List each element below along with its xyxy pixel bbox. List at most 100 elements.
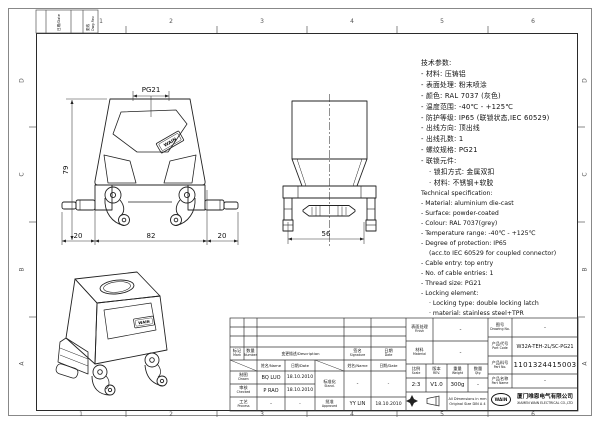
zone-label-top: 2 [169, 18, 173, 25]
spec-line: - 表面处理: 粉末喷涂 [421, 80, 487, 89]
iso-view-drawing [55, 271, 168, 396]
zone-label-bottom: 4 [350, 411, 354, 418]
drawing-no-value: - [544, 324, 546, 331]
spec-line: - 出线方向: 顶出线 [421, 124, 480, 133]
weight-value: 300g [450, 382, 465, 388]
spec-line: - Material: aluminium die-cast [421, 200, 514, 207]
process-date: - [299, 401, 301, 407]
part-code-value: W32A-TEH-2L/SC-PG21 [516, 343, 574, 350]
projection-symbols [406, 395, 440, 407]
spec-line: - Degree of protection: IP65 [421, 240, 507, 247]
name-subheader: 姓名/Name [260, 362, 282, 368]
material-value: - [459, 349, 462, 356]
iso-wain-plate: WAIN [133, 315, 155, 329]
finish-value: - [459, 326, 462, 333]
spec-line: - Locking element: [421, 290, 479, 297]
checked-date: 18.10.2010 [286, 388, 314, 393]
spec-line: · Locking type: double locking latch [429, 300, 539, 307]
part-name-value: - [544, 378, 546, 384]
zone-label-top: 6 [531, 18, 535, 25]
spec-line: · material: stainless steel+TPR [429, 310, 524, 317]
spec-block-chinese: 技术参数: - 材料: 压铸铝 - 表面处理: 粉末喷涂 - 颜色: RAL 7… [421, 58, 549, 189]
spec-line: 技术参数: [421, 59, 452, 67]
spec-line: - 螺纹规格: PG21 [421, 146, 478, 155]
front-view-drawing [61, 98, 239, 226]
drawn-name: BQ LUO [261, 374, 281, 381]
spec-line: · 锁扣方式: 金属双扣 [429, 168, 495, 177]
spec-line: - Surface: powder-coated [421, 210, 499, 217]
checked-name: P RAO [263, 387, 279, 394]
rev-value: V1.0 [430, 382, 443, 388]
standard-name: - [356, 381, 359, 387]
corner-strip [35, 9, 99, 34]
drawn-date: 18.10.2010 [286, 375, 314, 380]
spec-line: - 出线孔数: 1 [421, 135, 464, 144]
spec-line: - Cable entry: top entry [421, 260, 494, 267]
corner-date-label: 日期/Date [56, 13, 61, 31]
outer-frame [8, 8, 592, 416]
zone-label-bottom: 2 [169, 411, 173, 418]
zone-label-top: 3 [260, 18, 264, 25]
dimension-annotations [61, 91, 365, 245]
spec-line: · 材料: 不锈钢+软胶 [429, 178, 494, 187]
inner-frame [36, 33, 578, 411]
zone-label-bottom: 3 [260, 411, 264, 418]
dim-right-offset: 20 [218, 232, 227, 240]
dim-pg-thread: PG21 [142, 86, 161, 94]
zone-label-top: 1 [99, 18, 103, 25]
spec-line: - 温度范围: -40℃ - +125℃ [421, 102, 514, 111]
spec-line: - 联锁元件: [421, 157, 457, 166]
zone-label-bottom: 5 [440, 411, 444, 418]
qty-value: - [477, 382, 479, 388]
spec-line: (acc.to IEC 60529 for coupled connector) [429, 250, 557, 257]
side-view-drawing [282, 94, 377, 246]
process-name: - [270, 401, 272, 407]
company-name: 厦门唯恩电气有限公司 XIAMEN WAIN ELECTRICAL CO.,LT… [517, 393, 573, 405]
scale-value: 2:3 [411, 382, 421, 388]
spec-line: - 颜色: RAL 7037 (灰色) [421, 91, 501, 100]
wain-logo: WAIN [491, 393, 511, 406]
approved-date: 18.10.2010 [375, 401, 402, 407]
corner-strip-labels: 日期/Date 更改 Dwg.Rev [56, 13, 95, 31]
zone-label-top: 4 [350, 18, 354, 25]
date-subheader: 日期/Date [291, 362, 309, 368]
dim-left-offset: 20 [74, 232, 83, 240]
spec-line: - Colour: RAL 7037(grey) [421, 220, 498, 227]
standard-date: - [387, 381, 390, 387]
corner-rev-label-en: Dwg.Rev [91, 16, 95, 31]
corner-rev-label-cn: 更改 [85, 23, 90, 31]
spec-line: - Temperature range: -40℃ - +125℃ [421, 230, 536, 237]
dim-width: 82 [147, 232, 156, 240]
dimension-labels: PG21 79 20 82 20 56 [62, 86, 331, 240]
spec-line: Technical specification: [421, 190, 493, 197]
name-subheader: 姓名/Name [347, 362, 368, 368]
datum-star-icon [406, 395, 418, 407]
dim-height: 79 [62, 166, 70, 175]
dim-side-width: 56 [322, 230, 331, 238]
zone-label-bottom: 6 [531, 411, 535, 418]
first-angle-projection-icon [426, 395, 440, 407]
rev-description-header: 变更描述/Description [281, 350, 320, 356]
title-block-grid [229, 317, 579, 412]
spec-line: - Thread size: PG21 [421, 280, 482, 287]
front-wain-plate: WAIN [155, 130, 185, 154]
border-ticks [29, 26, 585, 417]
